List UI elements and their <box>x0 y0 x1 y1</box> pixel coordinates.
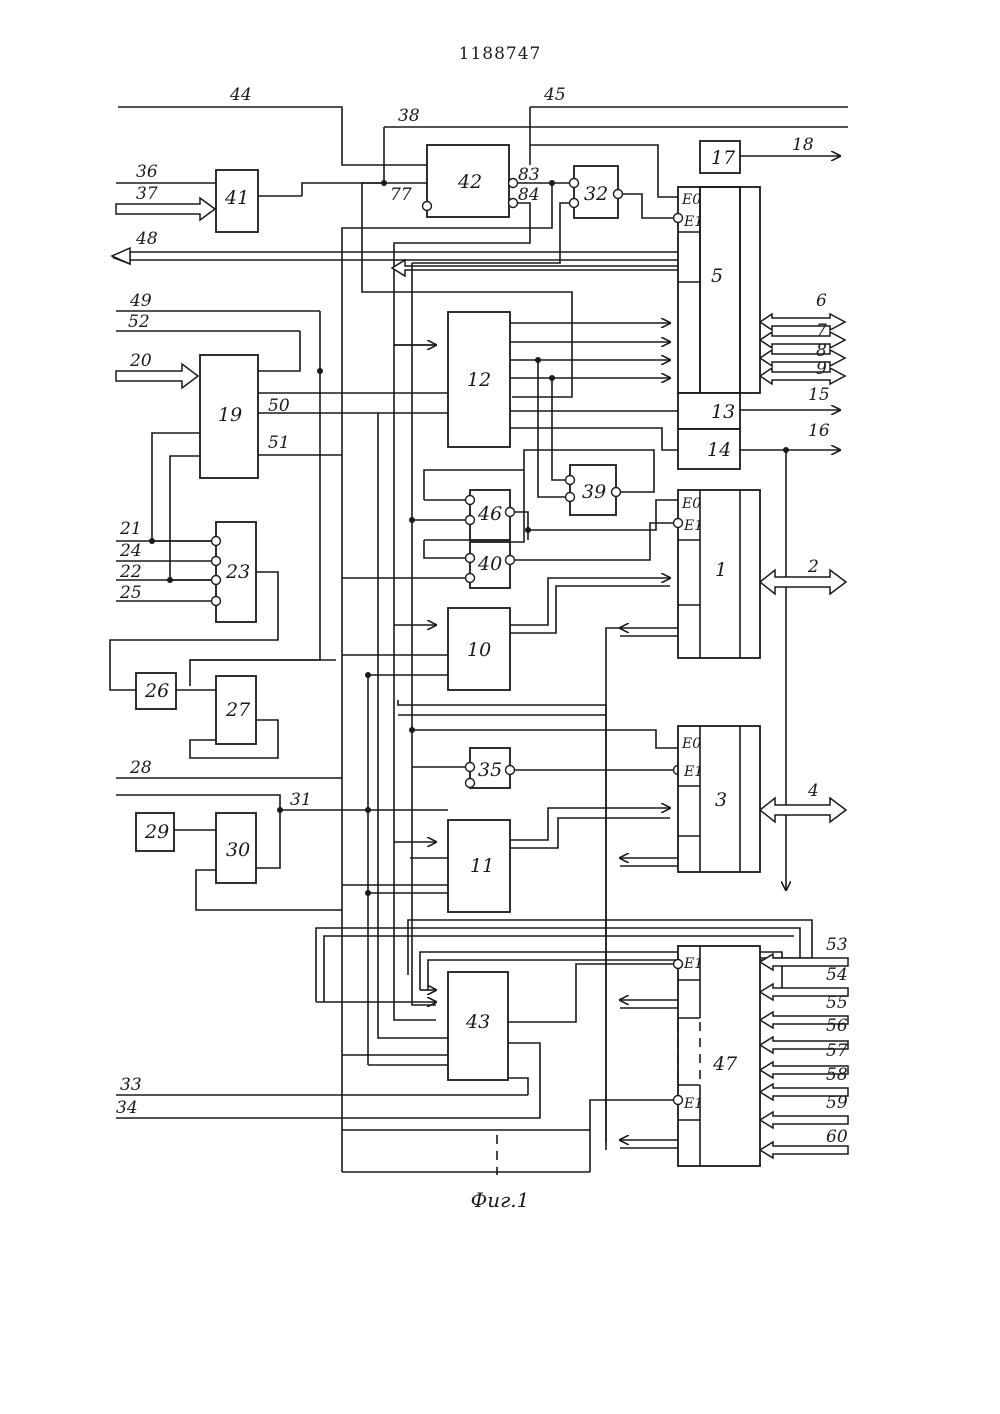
svg-text:44: 44 <box>229 85 252 105</box>
label-block-40: 35 <box>478 759 502 781</box>
svg-text:E0: E0 <box>681 736 701 752</box>
svg-text:20: 20 <box>129 351 152 371</box>
label-block-13: 13 <box>711 401 735 423</box>
svg-text:48: 48 <box>135 229 158 249</box>
label-block-41: 39 <box>582 481 606 503</box>
svg-text:2: 2 <box>807 557 819 577</box>
bus-48 <box>112 248 678 276</box>
svg-text:16: 16 <box>808 421 830 441</box>
svg-text:28: 28 <box>129 758 152 778</box>
label-block-3: 3 <box>715 789 727 811</box>
bus-20 <box>116 364 198 388</box>
svg-text:36: 36 <box>136 162 158 182</box>
svg-text:58: 58 <box>826 1065 848 1085</box>
label-block-27: 27 <box>225 699 251 721</box>
label-block-46: 46 <box>477 503 502 525</box>
svg-text:49: 49 <box>129 291 152 311</box>
label-block-5: 5 <box>711 265 723 287</box>
label-block-10: 10 <box>467 639 491 661</box>
label-block-39: 32 <box>584 183 608 205</box>
svg-text:8: 8 <box>816 341 827 361</box>
svg-text:9: 9 <box>816 359 827 379</box>
figure-caption: Фиг.1 <box>0 1188 1000 1212</box>
svg-text:37: 37 <box>136 184 158 204</box>
svg-text:57: 57 <box>826 1041 848 1061</box>
svg-text:E1: E1 <box>683 956 703 972</box>
svg-text:33: 33 <box>120 1075 142 1095</box>
label-block-1: 1 <box>715 559 727 581</box>
label-block-12: 12 <box>467 369 491 391</box>
svg-text:4: 4 <box>807 781 819 801</box>
label-block-14: 14 <box>707 439 731 461</box>
svg-text:55: 55 <box>826 993 848 1013</box>
blocks <box>136 141 760 1166</box>
svg-text:83: 83 <box>518 165 540 185</box>
buses-10-11 <box>510 578 678 1148</box>
label-block-29: 29 <box>144 821 169 843</box>
label-block-35: 41 <box>224 187 249 209</box>
svg-text:52: 52 <box>128 312 150 332</box>
svg-text:18: 18 <box>792 135 814 155</box>
svg-text:15: 15 <box>808 385 830 405</box>
svg-text:E0: E0 <box>681 192 701 208</box>
svg-text:53: 53 <box>826 935 848 955</box>
svg-text:21: 21 <box>119 519 142 539</box>
svg-text:22: 22 <box>119 562 142 582</box>
label-block-17: 17 <box>711 147 736 169</box>
svg-text:E1: E1 <box>683 518 703 534</box>
label-block-43: 42 <box>457 171 482 193</box>
svg-text:51: 51 <box>268 433 290 453</box>
svg-text:25: 25 <box>119 583 142 603</box>
svg-text:50: 50 <box>268 396 290 416</box>
svg-text:59: 59 <box>826 1093 848 1113</box>
svg-text:6: 6 <box>816 291 827 311</box>
svg-text:54: 54 <box>826 965 848 985</box>
svg-text:45: 45 <box>543 85 566 105</box>
label-block-30: 30 <box>226 839 250 861</box>
svg-text:E1: E1 <box>683 764 703 780</box>
svg-text:E1: E1 <box>683 214 703 230</box>
svg-text:84: 84 <box>518 185 540 205</box>
label-block-47: 47 <box>712 1053 738 1075</box>
svg-text:7: 7 <box>816 321 827 341</box>
svg-text:24: 24 <box>119 541 142 561</box>
svg-text:60: 60 <box>826 1127 848 1147</box>
label-block-23: 23 <box>225 561 250 583</box>
label-block-26: 26 <box>144 680 169 702</box>
svg-text:56: 56 <box>826 1016 848 1036</box>
label-block-32: 43 <box>465 1011 490 1033</box>
svg-text:34: 34 <box>116 1098 138 1118</box>
label-block-19: 19 <box>218 404 242 426</box>
bus-37 <box>116 198 215 220</box>
svg-text:E0: E0 <box>681 496 701 512</box>
svg-text:E1: E1 <box>683 1096 703 1112</box>
label-block-11: 11 <box>470 855 494 877</box>
label-block-42: 40 <box>477 553 502 575</box>
svg-text:77: 77 <box>390 185 412 205</box>
svg-text:38: 38 <box>398 106 420 126</box>
svg-text:31: 31 <box>290 790 312 810</box>
